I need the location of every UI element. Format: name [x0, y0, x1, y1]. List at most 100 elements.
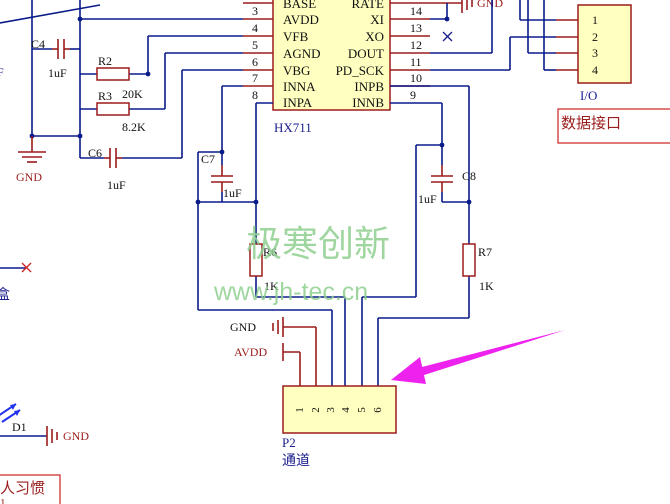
- edge-fragment-f: F: [0, 65, 4, 79]
- bottom-left-note: 人习惯 1: [0, 474, 61, 504]
- capacitor-c4: C4 1uF: [31, 37, 70, 80]
- io-bus-wires: [430, 0, 556, 71]
- p2-pin-5: 5: [356, 407, 368, 413]
- arrow-shaft: [418, 330, 565, 376]
- junction-dot: [219, 149, 225, 155]
- ic-pin-num-6: 6: [252, 55, 258, 69]
- p2-channel-label: 通道: [282, 453, 310, 469]
- ic-pin-num-4: 4: [252, 21, 258, 35]
- capacitor-c8: C8 1uF: [418, 165, 476, 206]
- resistor-r7: R7 1K: [462, 243, 494, 293]
- gnd-label-left: GND: [16, 170, 42, 184]
- ic-pin-label-inpb: INPB: [354, 79, 384, 94]
- data-interface-label: 数据接口: [561, 115, 621, 132]
- gnd-symbol-d1: GND: [46, 426, 89, 446]
- hx711-chip: BASE AVDD VFB AGND VBG INNA INPA RATE XI…: [243, 0, 430, 135]
- r7-value: 1K: [479, 279, 494, 293]
- gnd-symbol-p2: GND: [230, 317, 317, 390]
- c7-value: 1uF: [223, 186, 242, 200]
- io-pin-3: 3: [592, 46, 598, 60]
- ic-pin-label-inpa: INPA: [283, 95, 313, 110]
- ic-pin-num-9: 9: [410, 88, 416, 102]
- arrow-head: [391, 357, 426, 384]
- capacitor-c6: C6 1uF: [88, 146, 126, 192]
- p2-pin-2: 2: [310, 407, 322, 413]
- junction-dot: [439, 142, 445, 148]
- hx711-body: [272, 0, 391, 111]
- junction-dot: [253, 199, 259, 205]
- gnd-label-p2: GND: [230, 320, 256, 334]
- channel-b-wires: [361, 85, 470, 390]
- ic-pin-num-10: 10: [410, 71, 422, 85]
- ic-pin-num-3: 3: [252, 4, 258, 18]
- io-pin-4: 4: [592, 63, 598, 77]
- avdd-label-p2: AVDD: [234, 345, 267, 359]
- bottom-note-num: 1: [0, 497, 6, 504]
- ic-left-pins: [243, 2, 273, 87]
- p2-pin-4: 4: [340, 407, 352, 413]
- junction-dot: [77, 133, 83, 139]
- p2-connector: 1 2 3 4 5 6 P2 通道: [282, 385, 397, 469]
- bottom-note-text: 人习惯: [0, 480, 45, 497]
- c6-value: 1uF: [107, 178, 126, 192]
- gnd-label-d1: GND: [63, 429, 89, 443]
- gnd-label-top-right: GND: [477, 0, 503, 10]
- r2-value: 20K: [122, 87, 143, 101]
- gnd-symbol-top-right: GND: [430, 0, 503, 13]
- r3-value: 8.2K: [122, 120, 146, 134]
- ic-pin-num-7: 7: [252, 71, 258, 85]
- pointer-arrow: [391, 330, 565, 384]
- capacitor-c7: C7 1uF: [201, 152, 242, 200]
- ic-pin-num-14: 14: [410, 4, 422, 18]
- p2-pin-6: 6: [372, 407, 384, 413]
- ic-pin-label-innb: INNB: [352, 95, 384, 110]
- top-left-wires: [0, 0, 243, 159]
- ic-name-label: HX711: [274, 120, 312, 135]
- resistor-r2: R2 20K: [96, 54, 143, 101]
- ic-pin-num-13: 13: [410, 21, 422, 35]
- p2-pin-1: 1: [294, 407, 306, 413]
- resistor-r6: R6 1K: [249, 243, 279, 293]
- junction-dot: [195, 199, 201, 205]
- diode-d1: D1: [0, 403, 47, 437]
- c8-ref: C8: [462, 169, 476, 183]
- ic-pin-label-dout: DOUT: [348, 46, 384, 61]
- r6-value: 1K: [264, 279, 279, 293]
- avdd-symbol-p2: AVDD: [234, 343, 301, 390]
- c6-ref: C6: [88, 146, 102, 160]
- p2-pin-3: 3: [325, 407, 337, 413]
- left-no-connect: [0, 262, 32, 273]
- io-connector: 1 2 3 4 I/O: [556, 4, 632, 103]
- no-connect-xo: [442, 31, 453, 42]
- r3-ref: R3: [98, 89, 112, 103]
- ic-pin-label-inna: INNA: [283, 79, 316, 94]
- junction-dot: [77, 16, 83, 22]
- r6-ref: R6: [263, 245, 277, 259]
- c7-ref: C7: [201, 152, 215, 166]
- io-label: I/O: [580, 88, 597, 103]
- c4-value: 1uF: [48, 66, 67, 80]
- r2-ref: R2: [98, 54, 112, 68]
- io-pin-1: 1: [592, 13, 598, 27]
- junction-dot: [466, 199, 472, 205]
- ic-pin-label-base: BASE: [283, 0, 316, 11]
- channel-a-wires: [197, 85, 346, 390]
- watermark-url: www.jh-tec.cn: [213, 278, 368, 306]
- ic-pin-label-avdd: AVDD: [283, 12, 319, 27]
- c8-value: 1uF: [418, 192, 437, 206]
- ic-pin-label-vfb: VFB: [283, 29, 309, 44]
- ic-pin-label-vbg: VBG: [283, 63, 310, 78]
- edge-fragment-he: 盒: [0, 286, 10, 303]
- d1-ref: D1: [12, 420, 27, 434]
- ic-pin-num-8: 8: [252, 88, 258, 102]
- c4-ref: C4: [31, 37, 45, 51]
- ic-pin-label-xo: XO: [365, 29, 384, 44]
- gnd-symbol-left: GND: [16, 136, 46, 184]
- data-interface-note: 数据接口: [557, 108, 670, 144]
- io-pin-2: 2: [592, 30, 598, 44]
- ic-pin-num-11: 11: [410, 55, 422, 69]
- watermark-cn: 极寒创新: [246, 223, 390, 264]
- ic-pin-label-agnd: AGND: [283, 46, 321, 61]
- ic-pin-label-rate: RATE: [352, 0, 385, 11]
